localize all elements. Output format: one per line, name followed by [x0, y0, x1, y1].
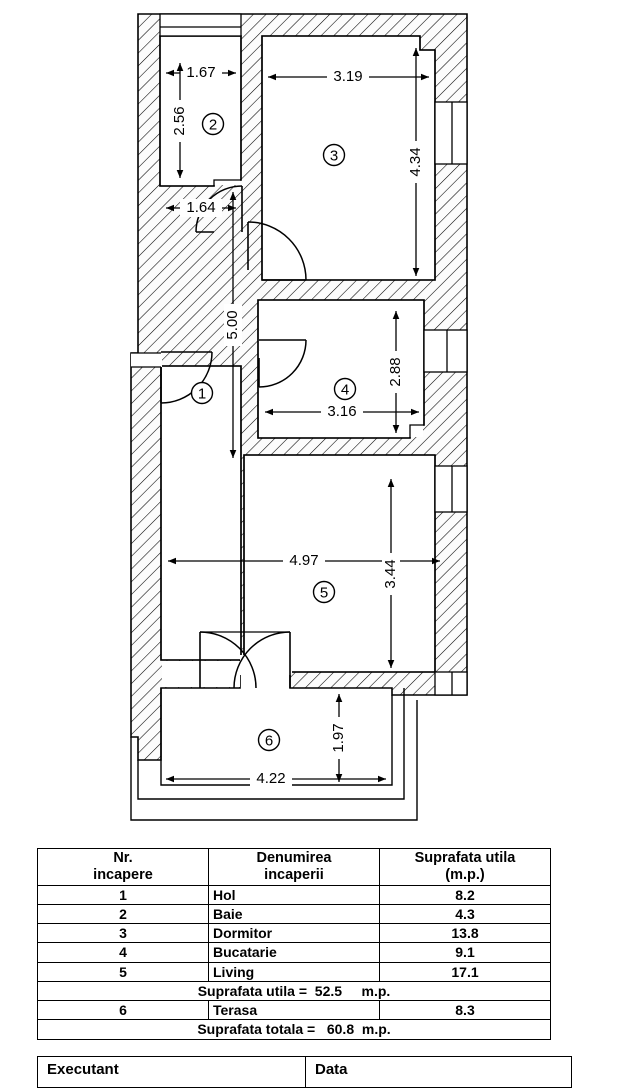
cell-room-number: 1: [37, 884, 209, 905]
table-row: 1 Hol 8.2: [37, 884, 551, 905]
footer-cell-executant: Executant: [37, 1056, 306, 1088]
table-total-row: Suprafata totala = 60.8 m.p.: [37, 1019, 551, 1040]
dim-bath-width: 1.67: [186, 64, 215, 81]
cell-room-area: 13.8: [379, 923, 551, 944]
dimension-hall-width: 1.64: [166, 199, 236, 217]
dim-hall-width: 1.64: [186, 199, 215, 216]
room-number-4: 4: [341, 382, 349, 399]
dim-kitchen-height: 2.88: [387, 357, 404, 386]
window-right-kitchen: [423, 329, 468, 373]
dim-kitchen-width: 3.16: [327, 403, 356, 420]
dim-bedroom-width: 3.19: [333, 68, 362, 85]
floor-plan-svg: 1.67 2.56 3.19 4.34: [130, 13, 468, 821]
cell-room-area: 8.3: [379, 1000, 551, 1021]
room-schedule-table: Nr. incapere Denumirea incaperii Suprafa…: [37, 848, 551, 1040]
dimension-kitchen-height: 2.88: [387, 311, 405, 433]
dim-bedroom-height: 4.34: [407, 147, 424, 176]
room-marker-3: 3: [322, 143, 346, 167]
cell-room-number: 4: [37, 942, 209, 963]
total-text: Suprafata totala = 60.8 m.p.: [197, 1021, 391, 1038]
dimension-living-height: 3.44: [382, 479, 400, 668]
cell-room-number: 3: [37, 923, 209, 944]
cell-room-name: Dormitor: [208, 923, 380, 944]
room-marker-2: 2: [201, 112, 225, 136]
window-right-living: [434, 465, 468, 513]
table-row: 3 Dormitor 13.8: [37, 923, 551, 944]
dim-hall-height: 5.00: [224, 310, 241, 339]
dimension-bath-height: 2.56: [171, 63, 189, 178]
cell-room-name: Bucatarie: [208, 942, 380, 963]
header-number-line2: incapere: [93, 866, 153, 883]
cell-room-name: Living: [208, 961, 380, 982]
dim-living-width: 4.97: [289, 552, 318, 569]
door-bedroom: [247, 221, 307, 281]
cell-room-name: Hol: [208, 884, 380, 905]
header-area-line2: (m.p.): [445, 866, 485, 883]
door-terrace-double: [199, 631, 292, 689]
table-header-row: Nr. incapere Denumirea incaperii Suprafa…: [37, 848, 551, 886]
header-number-line1: Nr.: [113, 850, 133, 866]
footer-row: Executant Data: [37, 1056, 572, 1088]
window-right-bedroom: [434, 101, 468, 165]
dimension-bedroom-width: 3.19: [268, 68, 429, 86]
header-cell-area: Suprafata utila (m.p.): [379, 848, 551, 886]
cell-room-number: 2: [37, 903, 209, 925]
room-number-3: 3: [330, 148, 338, 165]
title-block-footer: Executant Data: [37, 1056, 572, 1088]
table-subtotal-row: Suprafata utila = 52.5 m.p.: [37, 980, 551, 1002]
dim-living-height: 3.44: [382, 559, 399, 588]
cell-room-name: Terasa: [208, 1000, 380, 1021]
table-row: 5 Living 17.1: [37, 961, 551, 982]
footer-table: Executant Data: [37, 1056, 572, 1088]
header-cell-name: Denumirea incaperii: [208, 848, 380, 886]
header-name-line1: Denumirea: [256, 850, 332, 866]
cell-total-area: Suprafata totala = 60.8 m.p.: [37, 1019, 551, 1040]
dimension-hall-height: 5.00: [224, 192, 242, 458]
room-number-2: 2: [209, 117, 217, 134]
cell-room-name: Baie: [208, 903, 380, 925]
floor-plan-drawing: 1.67 2.56 3.19 4.34: [130, 13, 468, 821]
cell-room-area: 4.3: [379, 903, 551, 925]
dim-terrace-width: 4.22: [256, 770, 285, 787]
cell-subtotal-usable-area: Suprafata utila = 52.5 m.p.: [37, 980, 551, 1002]
cell-room-area: 17.1: [379, 961, 551, 982]
subtotal-text: Suprafata utila = 52.5 m.p.: [197, 982, 391, 999]
dim-terrace-height: 1.97: [330, 723, 347, 752]
dimension-terrace-width: 4.22: [166, 770, 386, 788]
footer-cell-data: Data: [305, 1056, 572, 1088]
room-number-6: 6: [265, 733, 273, 750]
header-name-line2: incaperii: [264, 866, 324, 883]
cell-room-number: 6: [37, 1000, 209, 1021]
window-bottom-right: [434, 671, 468, 696]
cell-room-area: 9.1: [379, 942, 551, 963]
room-marker-4: 4: [333, 377, 357, 401]
dimension-bath-width: 1.67: [166, 64, 236, 82]
room-schedule-table-wrapper: Nr. incapere Denumirea incaperii Suprafa…: [37, 848, 551, 1040]
cell-room-area: 8.2: [379, 884, 551, 905]
room-marker-6: 6: [257, 728, 281, 752]
dim-bath-height: 2.56: [171, 106, 188, 135]
dimension-terrace-height: 1.97: [330, 694, 348, 782]
header-area-line1: Suprafata utila: [414, 850, 516, 866]
dimension-bedroom-height: 4.34: [407, 48, 425, 276]
terrace-outline: [130, 688, 418, 821]
window-top-bathroom: [159, 13, 242, 37]
table-row: 4 Bucatarie 9.1: [37, 942, 551, 963]
table-row: 2 Baie 4.3: [37, 903, 551, 925]
header-cell-number: Nr. incapere: [37, 848, 209, 886]
cell-room-number: 5: [37, 961, 209, 982]
room-number-5: 5: [320, 585, 328, 602]
room-marker-5: 5: [312, 580, 336, 604]
room-number-1: 1: [198, 386, 206, 403]
room-marker-1: 1: [190, 381, 214, 405]
door-kitchen: [258, 339, 307, 388]
table-row-terrace: 6 Terasa 8.3: [37, 1000, 551, 1021]
dimension-kitchen-width: 3.16: [265, 403, 419, 421]
